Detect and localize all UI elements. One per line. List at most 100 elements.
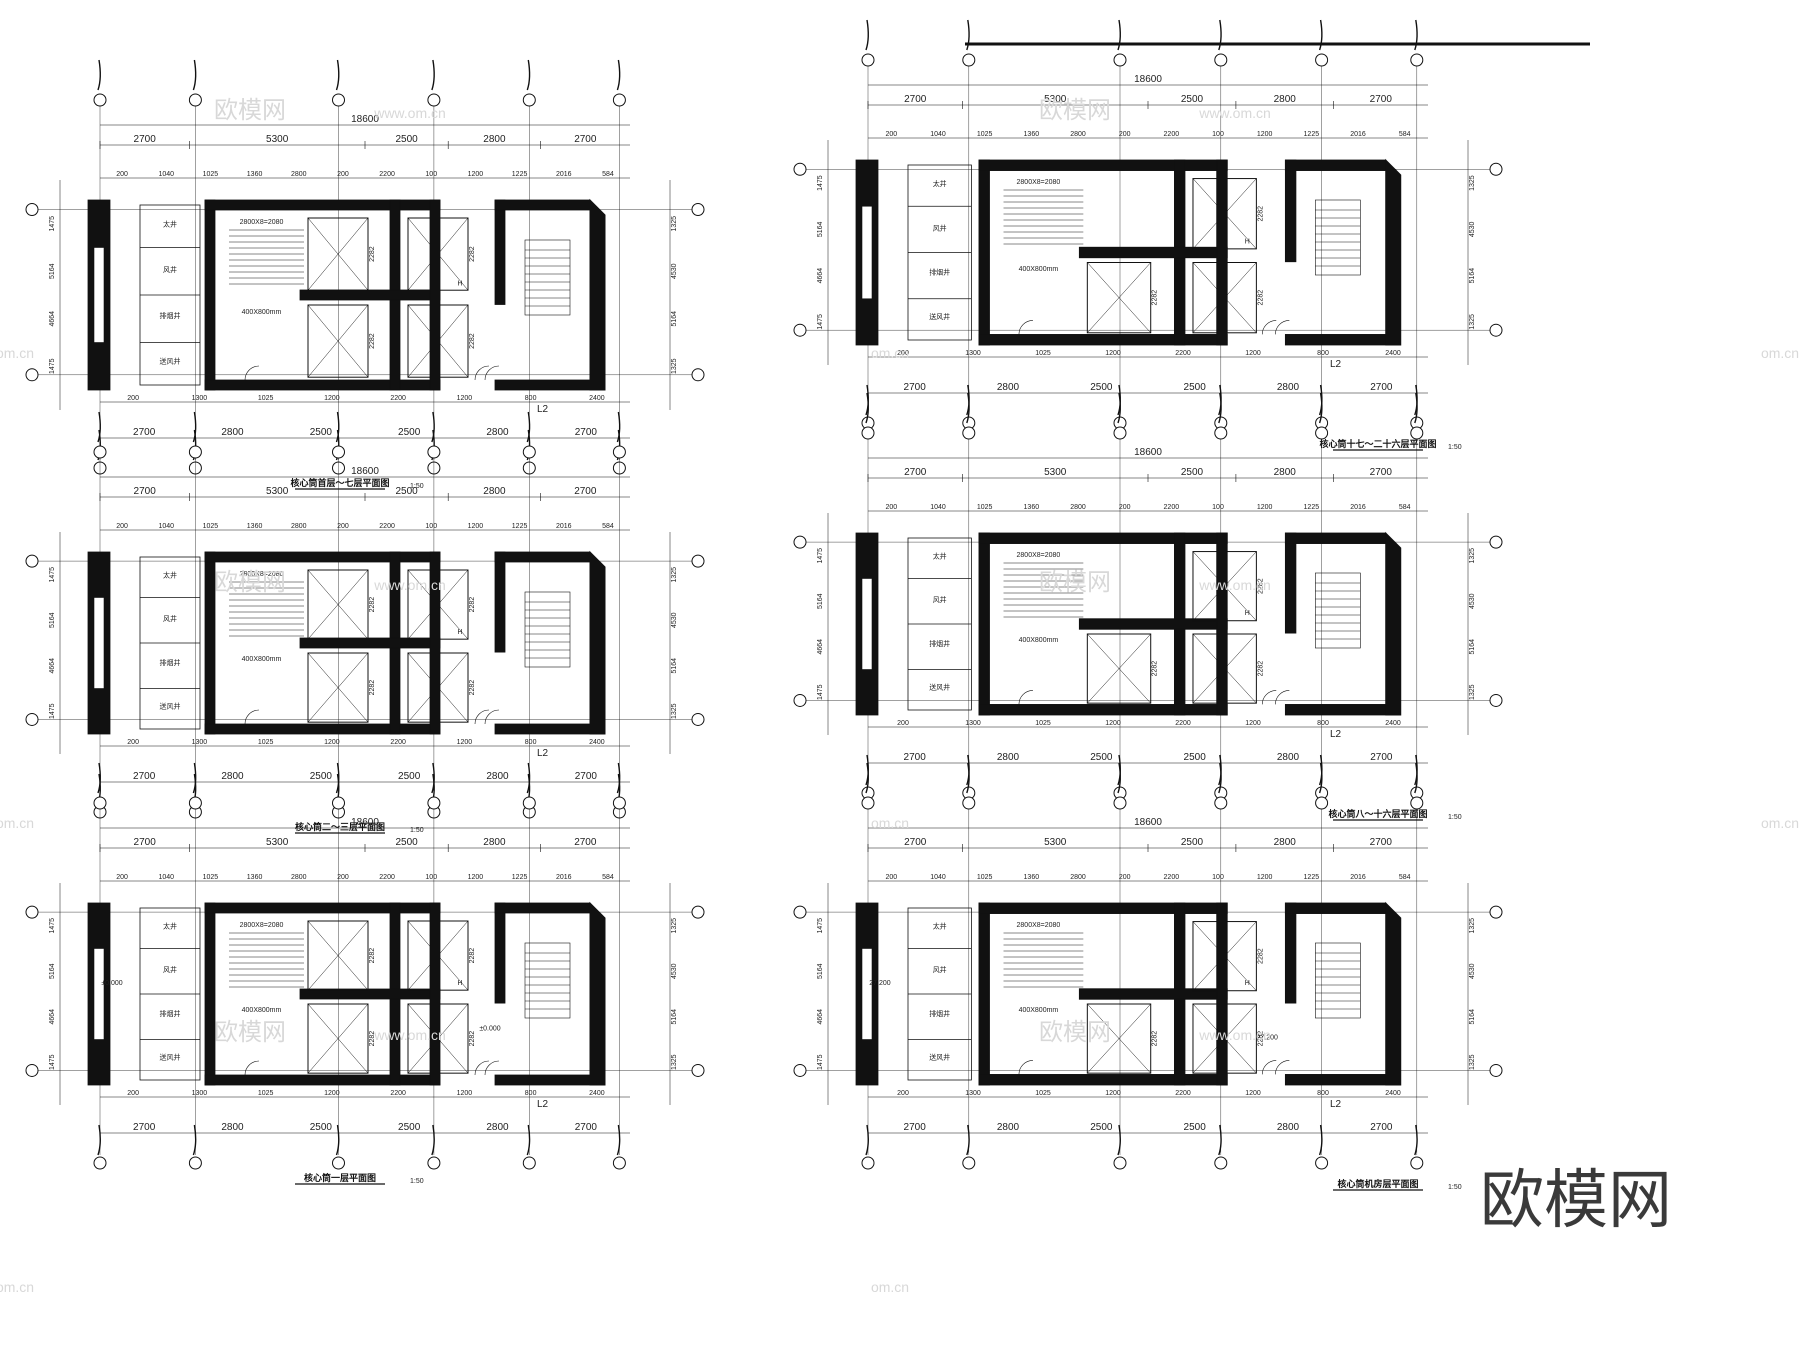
stair-dim: 2800X8=2080	[1017, 922, 1061, 929]
grid-bubble-top	[861, 796, 875, 810]
row-dim: 1300	[192, 1090, 208, 1097]
row-dim: 800	[1317, 1090, 1329, 1097]
site-watermark: www.om.cn	[1198, 1027, 1271, 1043]
elevator-x	[1087, 262, 1151, 333]
axis-mark	[1414, 1124, 1418, 1156]
row-dim: 1225	[512, 874, 528, 881]
vert-dim: 1475	[49, 1054, 56, 1070]
grid-dim: 2500	[310, 427, 333, 438]
edge-watermark: om.cn	[0, 345, 34, 361]
row-dim: 1040	[930, 874, 946, 881]
grid-bubble-bottom	[1315, 1156, 1329, 1170]
shaft-tag: 风井	[163, 265, 177, 274]
row-dim: 100	[1212, 131, 1224, 138]
row-dim: 200	[127, 739, 139, 746]
plan-scale: 1:50	[1448, 814, 1462, 821]
plan-scale: 1:50	[410, 827, 424, 834]
grid-bubble-bottom	[188, 1156, 202, 1170]
vent-note: 400X800mm	[1019, 266, 1059, 273]
elevator-dim: 2282	[469, 948, 476, 964]
row-dim: 200	[885, 874, 897, 881]
elevator-x	[307, 920, 369, 991]
row-dim: 2400	[589, 739, 605, 746]
axis-mark	[335, 411, 340, 443]
grid-bubble-top	[93, 445, 107, 459]
axis-mark	[431, 762, 435, 794]
grid-bubble-top	[612, 796, 626, 810]
door-swing	[1261, 690, 1277, 705]
axis-mark	[97, 1124, 101, 1156]
grid-bubble-right	[691, 1063, 705, 1077]
grid-bubble-left	[793, 693, 807, 707]
elevator-dim: 2282	[369, 948, 376, 964]
grid-dim: 2700	[1370, 94, 1393, 105]
row-dim: 1025	[1035, 720, 1051, 727]
grid-bubble-left	[793, 323, 807, 337]
vent-note: 400X800mm	[242, 309, 282, 316]
axis-mark	[1117, 762, 1121, 794]
vert-dim: 1325	[671, 567, 678, 583]
axis-mark	[526, 411, 531, 443]
row-dim: 1200	[1105, 1090, 1121, 1097]
shaft-opening	[93, 247, 105, 343]
brand-watermark: 欧模网	[1039, 569, 1111, 596]
row-dim: 200	[1119, 874, 1131, 881]
grid-bubble-bottom	[332, 1156, 345, 1170]
grid-bubble-left	[793, 535, 807, 549]
row-dim: 1040	[930, 131, 946, 138]
grid-dim: 2800	[1274, 467, 1297, 478]
wall-solid	[1284, 532, 1297, 634]
grid-bubble-left	[25, 368, 39, 382]
row-dim: 1300	[192, 739, 208, 746]
shaft-tag: 太井	[163, 921, 177, 930]
door-swing	[1261, 1060, 1277, 1075]
vert-dim: 4530	[671, 612, 678, 628]
grid-dim: 5300	[1044, 94, 1067, 105]
grid-dim: 2700	[904, 837, 927, 848]
door-swing	[1018, 320, 1033, 335]
grid-dim: 2800	[997, 382, 1020, 393]
door-swing	[1018, 1060, 1033, 1075]
shaft-tag: 风井	[163, 965, 177, 974]
elevator-dim: 2282	[469, 246, 476, 262]
vert-dim: 1475	[49, 216, 56, 232]
grid-bubble-top	[1410, 53, 1424, 67]
row-dim: 1200	[324, 739, 340, 746]
grid-bubble-right	[1489, 323, 1503, 337]
grid-dim: 5300	[1044, 467, 1067, 478]
vert-dim: 4530	[671, 963, 678, 979]
grid-bubble-left	[793, 162, 807, 176]
grid-dim: 2800	[486, 1122, 509, 1133]
grid-dim: 2800	[483, 134, 506, 145]
elevator-dim: 2282	[1257, 290, 1264, 306]
door-swing	[1275, 1060, 1290, 1075]
overall-dim: 18600	[351, 817, 379, 828]
axis-mark	[192, 1124, 197, 1156]
grid-dim: 2700	[1370, 467, 1393, 478]
elevator-x	[307, 652, 369, 723]
grid-bubble-top	[861, 426, 875, 440]
row-dim: 2400	[589, 1090, 605, 1097]
grid-dim: 5300	[266, 134, 289, 145]
edge-watermark: om.cn	[1761, 815, 1799, 831]
vert-dim: 4664	[817, 1009, 824, 1025]
grid-dim: 2700	[904, 467, 927, 478]
row-dim: 2200	[1175, 350, 1191, 357]
shaft-opening	[861, 205, 873, 300]
row-dim: 1025	[1035, 350, 1051, 357]
row-dim: 2200	[1164, 131, 1180, 138]
grid-bubble-right	[691, 368, 705, 382]
stair-well	[1315, 572, 1361, 649]
row-dim: 1200	[1257, 131, 1273, 138]
elevator-dim: 2282	[369, 680, 376, 696]
row-dim: 1200	[1105, 720, 1121, 727]
edge-watermark: om.cn	[1761, 345, 1799, 361]
grid-dim: 2800	[1274, 837, 1297, 848]
elevator-x	[307, 569, 369, 640]
grid-dim: 2700	[133, 427, 156, 438]
row-dim: 2016	[1350, 874, 1366, 881]
axis-mark	[526, 1124, 531, 1156]
axis-mark	[1414, 762, 1418, 794]
